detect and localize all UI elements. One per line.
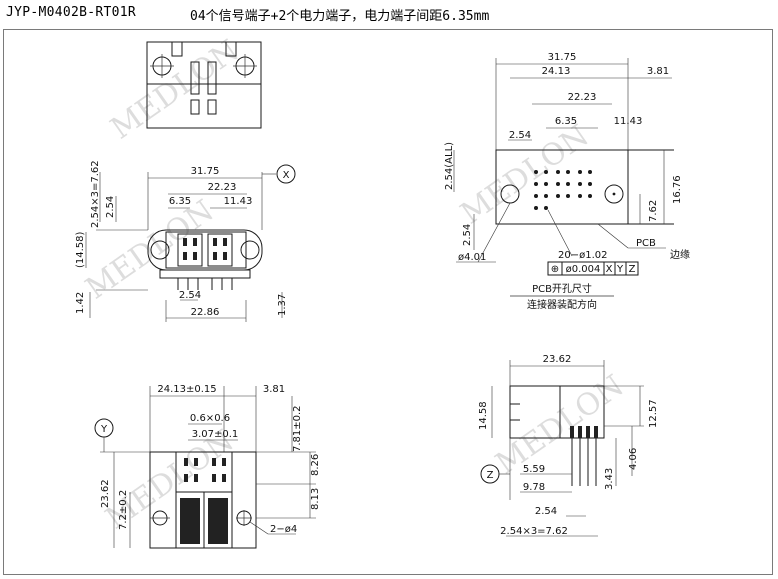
dim-front-height: (14.58)	[75, 231, 86, 268]
drawing-frame	[3, 29, 773, 575]
dim-side-mid-b: 9.78	[523, 482, 545, 493]
dim-bottom-top-right: 3.81	[263, 384, 285, 395]
dim-pcb-right-big: 16.76	[672, 175, 683, 204]
dim-side-mid-a: 5.59	[523, 464, 545, 475]
pcb-caption-1: PCB开孔尺寸	[532, 282, 592, 295]
dim-pcb-lower-left: 2.54	[462, 224, 473, 246]
dim-front-bottom-right: 1.37	[277, 294, 288, 316]
dim-pcb-inner: 24.13	[542, 66, 571, 77]
pcb-hole-right	[604, 184, 624, 204]
dim-front-power-pitch: 22.23	[208, 182, 237, 193]
bottom-view: 24.13±0.15 3.81 0.6×0.6 3.07±0.1 Y	[94, 384, 321, 549]
dim-front-pin-pitch: 2.54	[179, 290, 201, 301]
watermark-1: MEDLON	[105, 33, 246, 146]
tol-datum-y: Y	[616, 264, 624, 275]
datum-x-bubble	[276, 164, 296, 184]
dim-bottom-top-width: 24.13±0.15	[157, 384, 216, 395]
side-view: 23.62 Z 5.59 9.78 2.54 2.54×3=7.62 14.58	[478, 354, 659, 537]
dim-front-sig-right: 11.43	[224, 196, 253, 207]
dim-front-bottom-width: 22.86	[191, 307, 220, 318]
title-bar: JYP-M0402B-RT01R 04个信号端子+2个电力端子，电力端子间距6.…	[0, 0, 778, 28]
tol-datum-x: X	[606, 264, 613, 275]
datum-y-label: Y	[100, 424, 108, 435]
tol-datum-z: Z	[629, 264, 636, 275]
dim-pcb-width: 31.75	[548, 52, 577, 63]
dim-side-vert-b: 4.06	[628, 448, 639, 470]
top-view	[146, 41, 262, 129]
dim-bottom-left-height: 23.62	[100, 479, 111, 508]
dim-bottom-right-b: 8.26	[310, 454, 321, 476]
datum-x-label: X	[283, 170, 290, 181]
tol-symbol: ⊕	[551, 264, 559, 275]
part-number: JYP-M0402B-RT01R	[6, 5, 137, 20]
pcb-pin-holes	[534, 170, 592, 210]
dim-bottom-holes: 2−ø4	[270, 524, 297, 535]
dim-bottom-left-sub: 7.2±0.2	[118, 490, 129, 530]
pcb-outline	[495, 149, 629, 225]
dim-pcb-left-pitch: 2.54	[509, 130, 531, 141]
dim-side-pitch: 2.54	[535, 506, 557, 517]
dim-bottom-pin-pitch: 3.07±0.1	[192, 429, 239, 440]
dim-pcb-sig-a: 6.35	[555, 116, 577, 127]
dim-front-bottom-left: 1.42	[75, 292, 86, 314]
pcb-view: 31.75 24.13 3.81 22.23 6.35 11.43 2.54 2…	[444, 52, 690, 311]
front-view: 31.75 22.23 6.35 11.43 X	[75, 160, 296, 322]
dim-pcb-right-small: 7.62	[648, 200, 659, 222]
part-description: 04个信号端子+2个电力端子，电力端子间距6.35mm	[190, 9, 490, 24]
dim-pcb-power: 22.23	[568, 92, 597, 103]
dim-front-width: 31.75	[191, 166, 220, 177]
dim-bottom-pin-size: 0.6×0.6	[190, 413, 230, 424]
dim-side-height: 14.58	[478, 401, 489, 430]
dim-side-vert-a: 3.43	[604, 468, 615, 490]
dim-bottom-right-c: 8.13	[310, 488, 321, 510]
dim-front-vert-small: 2.54	[105, 196, 116, 218]
dim-pcb-vertical-all: 2.54(ALL)	[444, 142, 455, 190]
dim-side-total: 2.54×3=7.62	[500, 526, 568, 537]
datum-z-label: Z	[487, 470, 494, 481]
dim-pcb-hole-left: ø4.01	[458, 252, 486, 263]
tolerance-frame	[547, 261, 639, 276]
dim-side-width: 23.62	[543, 354, 572, 365]
tol-value: ø0.004	[566, 264, 601, 275]
dim-side-right-height: 12.57	[648, 399, 659, 428]
pcb-caption-2: 连接器装配方向	[527, 298, 597, 311]
dim-pcb-sig-b: 11.43	[614, 116, 643, 127]
dim-bottom-right-a: 7.81±0.2	[292, 405, 303, 452]
dim-pcb-right: 3.81	[647, 66, 669, 77]
pcb-edge-label: 边缘	[670, 248, 690, 261]
side-view-body	[509, 385, 605, 439]
dim-front-vert-pitch: 2.54×3=7.62	[90, 160, 101, 228]
pcb-holes-callout: 20−ø1.02	[558, 250, 608, 261]
pcb-label: PCB	[636, 238, 656, 249]
dim-front-sig-left: 6.35	[169, 196, 191, 207]
